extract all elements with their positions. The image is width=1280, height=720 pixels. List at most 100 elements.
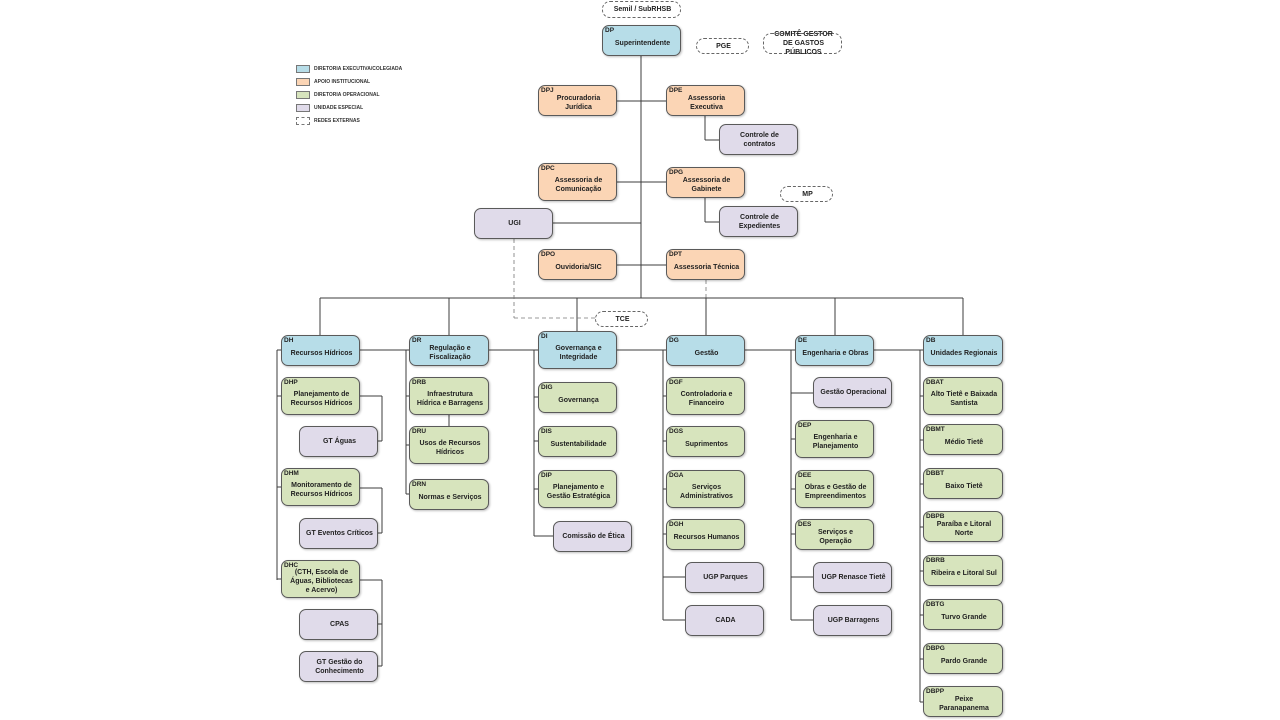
unit-gt-eventos-criticos[interactable]: GT Eventos Críticos <box>299 518 378 549</box>
unit-code: DGA <box>669 472 684 479</box>
unit-controle-expedientes[interactable]: Controle de Expedientes <box>719 206 798 237</box>
legend-label: DIRETORIA EXECUTIVA/COLEGIADA <box>314 66 403 72</box>
unit-gt-aguas[interactable]: GT Águas <box>299 426 378 457</box>
unit-gt-gestao-conhecimento[interactable]: GT Gestão do Conhecimento <box>299 651 378 682</box>
box-label: Semil / SubRHSB <box>613 6 672 13</box>
unit-code: DP <box>605 27 615 34</box>
legend-item-special: UNIDADE ESPECIAL <box>296 104 456 113</box>
unit-name: Procuradoria Jurídica <box>556 95 601 111</box>
unit-code: DRN <box>412 481 427 488</box>
unit-name: Engenharia e Planejamento <box>812 433 859 450</box>
external-comite-gastos[interactable]: COMITÊ GESTOR DE GASTOS PÚBLICOS <box>763 31 842 56</box>
unit-name: Recursos Humanos <box>673 533 740 541</box>
unit-name: Paraíba e Litoral Norte <box>936 521 992 537</box>
unit-name: Gestão <box>694 349 719 357</box>
unit-name: GT Gestão do Conhecimento <box>315 658 364 675</box>
unit-comissao-etica[interactable]: Comissão de Ética <box>553 521 632 552</box>
unit-ugp-barragens[interactable]: UGP Barragens <box>813 605 892 636</box>
unit-code: DIG <box>541 384 553 391</box>
unit-gestao-operacional[interactable]: Gestão Operacional <box>813 377 892 408</box>
unit-code: DPT <box>669 251 682 258</box>
external-pge[interactable]: PGE <box>696 38 749 54</box>
unit-drn[interactable]: DRN Normas e Serviços <box>409 479 489 510</box>
unit-code: DHP <box>284 379 298 386</box>
box-label: MP <box>802 190 813 198</box>
unit-name: (CTH, Escola de Águas, Bibliotecas e Ace… <box>290 569 353 594</box>
unit-name: CPAS <box>330 621 349 628</box>
unit-cada[interactable]: CADA <box>685 605 764 636</box>
unit-name: Infraestrutura Hídrica e Barragens <box>416 390 484 407</box>
unit-name: Serviços Administrativos <box>680 483 733 500</box>
unit-code: DIS <box>541 428 552 435</box>
unit-dga[interactable]: DGA Serviços Administrativos <box>666 470 745 508</box>
unit-code: DE <box>798 337 808 344</box>
unit-name: Suprimentos <box>685 440 728 448</box>
unit-code: DHC <box>284 562 299 569</box>
unit-cpas[interactable]: CPAS <box>299 609 378 640</box>
external-tce[interactable]: TCE <box>595 311 648 327</box>
unit-code: DBRB <box>926 557 945 564</box>
unit-code: DB <box>926 337 936 344</box>
external-mp[interactable]: MP <box>780 186 833 202</box>
unit-ugi[interactable]: UGI <box>474 208 553 239</box>
unit-name: Superintendente <box>614 39 671 47</box>
unit-name: Planejamento de Recursos Hídricos <box>290 390 353 407</box>
unit-name: Governança e Integridade <box>555 344 602 361</box>
legend-item-support: APOIO INSTITUCIONAL <box>296 78 456 87</box>
external-semil[interactable]: Semil / SubRHSB <box>602 1 681 18</box>
unit-dp-superintendente[interactable]: DP Superintendente <box>602 25 681 56</box>
unit-dhc[interactable]: DHC(CTH, Escola de Águas, Bibliotecas e … <box>281 560 360 598</box>
unit-code: DBAT <box>926 379 944 386</box>
unit-name: Pardo Grande <box>940 657 988 665</box>
unit-dhp[interactable]: DHP Planejamento de Recursos Hídricos <box>281 377 360 415</box>
unit-name: CADA <box>715 617 736 624</box>
unit-code: DPE <box>669 87 683 94</box>
unit-ugp-parques[interactable]: UGP Parques <box>685 562 764 593</box>
unit-db[interactable]: DB Unidades Regionais <box>923 335 1003 366</box>
unit-name: Normas e Serviços <box>418 493 482 501</box>
legend-label: APOIO INSTITUCIONAL <box>314 79 371 85</box>
unit-name: Controladoria e Financeiro <box>680 390 733 407</box>
legend-label: REDES EXTERNAS <box>314 118 360 124</box>
box-label: COMITÊ GESTOR DE GASTOS PÚBLICOS <box>774 31 833 56</box>
unit-name: Unidades Regionais <box>930 349 998 357</box>
unit-name: Usos de Recursos Hídricos <box>419 439 481 456</box>
unit-ugp-renasce-tiete[interactable]: UGP Renasce Tietê <box>813 562 892 593</box>
unit-name: GT Águas <box>322 438 357 445</box>
unit-controle-contratos[interactable]: Controle de contratos <box>719 124 798 155</box>
box-label: TCE <box>615 315 630 323</box>
legend-swatch <box>296 104 310 112</box>
